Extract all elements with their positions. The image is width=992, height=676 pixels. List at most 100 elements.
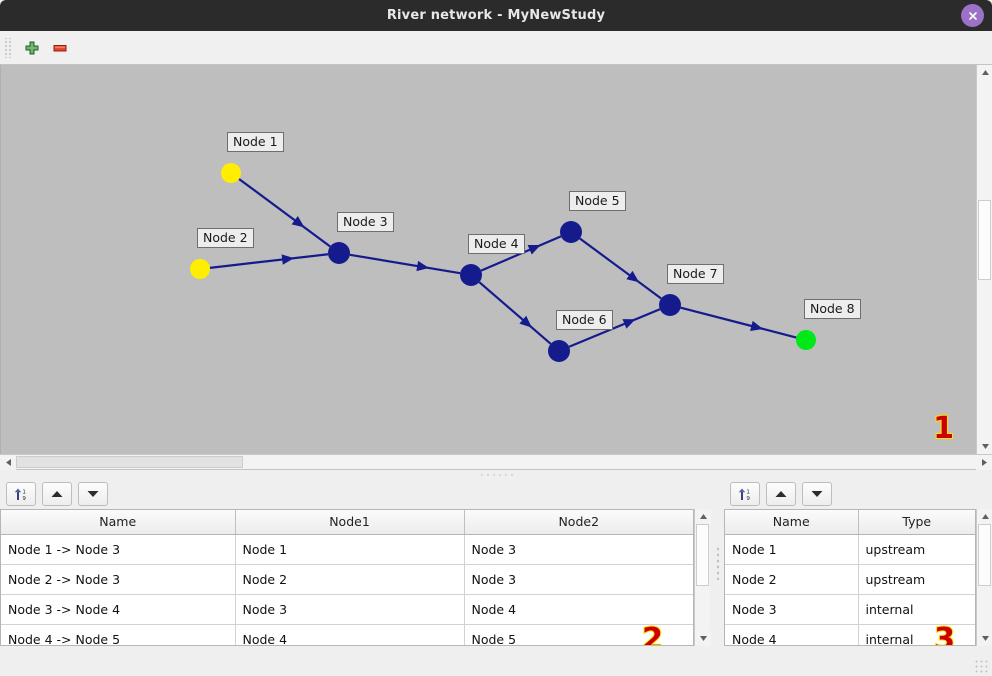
graph-node-n1[interactable]: [221, 163, 241, 183]
scroll-right-icon[interactable]: [976, 455, 992, 470]
table-cell[interactable]: Node 1 -> Node 3: [1, 534, 236, 565]
network-graph-pane: Node 1 Node 2 Node 3 Node 4 Node 5 Node 6 Node…: [0, 65, 992, 454]
column-header-node1[interactable]: Node1: [235, 510, 465, 535]
graph-edge[interactable]: [579, 237, 662, 300]
table-cell[interactable]: Node 4 -> Node 5: [1, 624, 236, 645]
graph-horizontal-scrollbar[interactable]: [0, 454, 992, 470]
scroll-down-icon[interactable]: [695, 631, 711, 646]
graph-edge[interactable]: [568, 308, 661, 348]
table-cell[interactable]: Node 2: [235, 564, 465, 595]
table-cell[interactable]: upstream: [858, 564, 975, 595]
graph-edge[interactable]: [209, 253, 329, 269]
table-cell[interactable]: internal: [858, 594, 975, 625]
column-header-name[interactable]: Name: [1, 510, 236, 535]
table-cell[interactable]: Node 3: [725, 594, 859, 625]
table-cell[interactable]: Node 2: [725, 564, 859, 595]
graph-vscroll-track[interactable]: [977, 80, 992, 439]
scroll-left-icon[interactable]: [0, 455, 16, 470]
graph-node-label-n4[interactable]: Node 4: [468, 234, 525, 255]
graph-node-n4[interactable]: [460, 264, 482, 286]
horizontal-splitter-grip[interactable]: [479, 473, 513, 476]
sort-ascending-icon[interactable]: 1 9: [730, 482, 760, 506]
graph-edge[interactable]: [349, 253, 461, 275]
graph-node-n2[interactable]: [190, 259, 210, 279]
graph-edge-arrow: [622, 319, 636, 329]
graph-node-n5[interactable]: [560, 221, 582, 243]
column-header-node2[interactable]: Node2: [464, 510, 693, 535]
graph-node-label-n1[interactable]: Node 1: [227, 132, 284, 153]
scroll-up-icon[interactable]: [977, 509, 992, 524]
graph-node-label-n8[interactable]: Node 8: [804, 299, 861, 320]
move-down-icon[interactable]: [802, 482, 832, 506]
graph-hscroll-track[interactable]: [16, 455, 976, 469]
graph-node-n3[interactable]: [328, 242, 350, 264]
table-cell[interactable]: Node 1: [235, 534, 465, 565]
horizontal-splitter[interactable]: [0, 469, 992, 479]
nodes-vscroll-track[interactable]: [977, 524, 992, 631]
nodes-vscroll-thumb[interactable]: [978, 524, 991, 586]
vertical-splitter-grip[interactable]: [715, 545, 719, 580]
close-icon[interactable]: [961, 4, 984, 27]
move-up-icon[interactable]: [766, 482, 796, 506]
table-cell[interactable]: Node 5: [464, 624, 693, 645]
nodes-vertical-scrollbar[interactable]: [976, 509, 992, 646]
graph-node-n8[interactable]: [796, 330, 816, 350]
graph-node-n7[interactable]: [659, 294, 681, 316]
move-down-icon[interactable]: [78, 482, 108, 506]
table-cell[interactable]: Node 3: [464, 564, 693, 595]
table-cell[interactable]: internal: [858, 624, 975, 645]
scroll-down-icon[interactable]: [977, 631, 992, 646]
graph-node-label-n5[interactable]: Node 5: [569, 191, 626, 212]
add-node-icon[interactable]: [18, 35, 46, 61]
graph-edge[interactable]: [680, 306, 797, 339]
remove-node-icon[interactable]: [46, 35, 74, 61]
column-header-name[interactable]: Name: [725, 510, 859, 535]
graph-edge[interactable]: [238, 178, 331, 248]
graph-node-label-n2[interactable]: Node 2: [197, 228, 254, 249]
resize-grip[interactable]: [974, 659, 988, 673]
scroll-up-icon[interactable]: [695, 509, 711, 524]
graph-vscroll-thumb[interactable]: [978, 200, 991, 280]
reaches-vscroll-thumb[interactable]: [696, 524, 709, 586]
graph-node-n6[interactable]: [548, 340, 570, 362]
scroll-up-icon[interactable]: [977, 65, 992, 80]
network-graph-canvas[interactable]: Node 1 Node 2 Node 3 Node 4 Node 5 Node 6 Node…: [0, 65, 976, 454]
graph-edge[interactable]: [478, 281, 552, 345]
reaches-button-bar: 1 9: [0, 479, 710, 509]
graph-node-label-n6[interactable]: Node 6: [556, 310, 613, 331]
table-cell[interactable]: Node 3: [464, 534, 693, 565]
reaches-vscroll-track[interactable]: [695, 524, 710, 631]
column-header-type[interactable]: Type: [858, 510, 975, 535]
graph-node-label-n7[interactable]: Node 7: [667, 264, 724, 285]
table-cell[interactable]: Node 3 -> Node 4: [1, 594, 236, 625]
table-cell[interactable]: Node 3: [235, 594, 465, 625]
table-cell[interactable]: Node 2 -> Node 3: [1, 564, 236, 595]
table-cell[interactable]: upstream: [858, 534, 975, 565]
graph-vertical-scrollbar[interactable]: [976, 65, 992, 454]
reaches-vertical-scrollbar[interactable]: [694, 509, 711, 646]
graph-hscroll-thumb[interactable]: [16, 456, 243, 468]
toolbar-drag-handle[interactable]: [4, 37, 12, 58]
graph-node-label-n3[interactable]: Node 3: [337, 212, 394, 233]
graph-edge-arrow: [750, 320, 764, 331]
scroll-down-icon[interactable]: [977, 439, 992, 454]
table-cell[interactable]: Node 4: [235, 624, 465, 645]
move-up-icon[interactable]: [42, 482, 72, 506]
table-cell[interactable]: Node 4: [464, 594, 693, 625]
table-cell[interactable]: Node 4: [725, 624, 859, 645]
sort-ascending-icon[interactable]: 1 9: [6, 482, 36, 506]
table-cell[interactable]: Node 1: [725, 534, 859, 565]
vertical-splitter[interactable]: [710, 479, 724, 646]
